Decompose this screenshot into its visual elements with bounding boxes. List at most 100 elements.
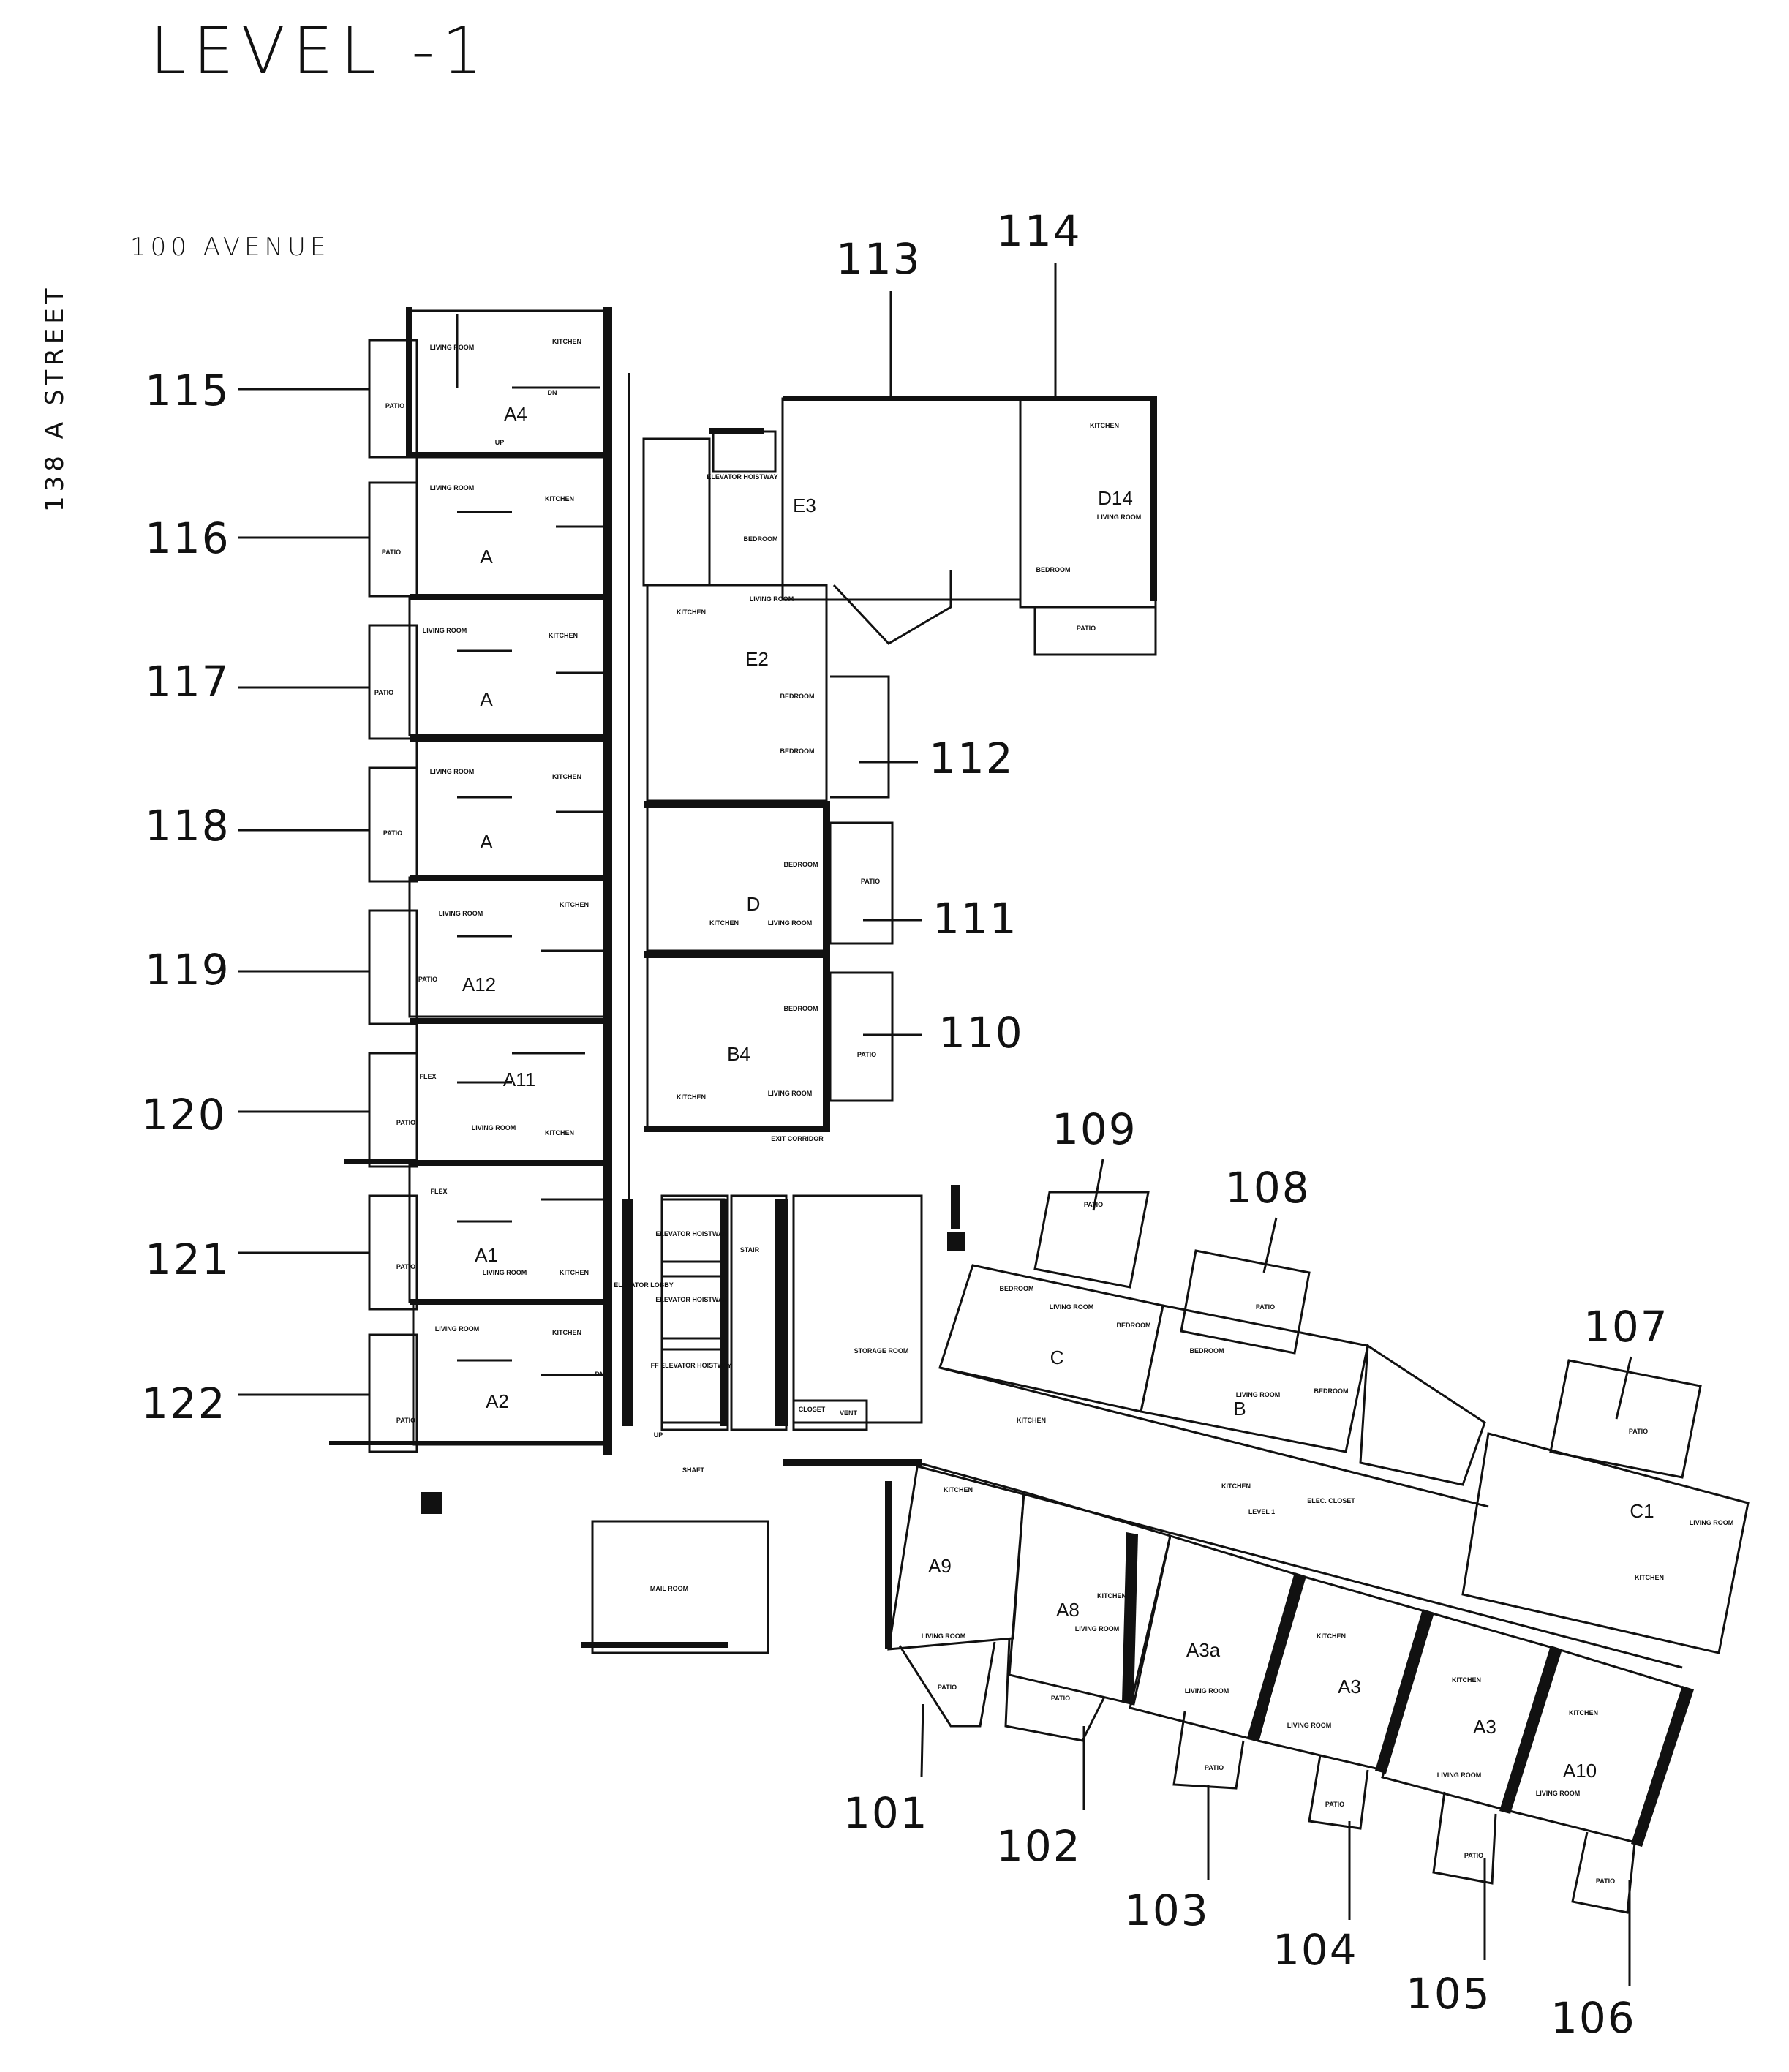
room-label: ELEC. CLOSET <box>1307 1497 1355 1504</box>
unit-number-107[interactable]: 107 <box>1583 1302 1669 1352</box>
unit-number-105[interactable]: 105 <box>1406 1969 1491 2019</box>
unit-type-117: A <box>480 688 493 710</box>
west-wing-heavy-walls <box>329 307 612 1514</box>
patio-119 <box>368 909 418 1025</box>
room-label: KITCHEN <box>1221 1483 1251 1490</box>
unit-number-112[interactable]: 112 <box>929 734 1014 783</box>
unit-type-114: D14 <box>1098 487 1133 509</box>
unit-number-121[interactable]: 121 <box>145 1235 230 1284</box>
unit-number-104[interactable]: 104 <box>1273 1925 1358 1975</box>
patio-122 <box>368 1333 418 1453</box>
room-label: LIVING ROOM <box>1236 1391 1281 1398</box>
storage-room <box>792 1194 923 1424</box>
unit-type-118: A <box>480 831 493 853</box>
room-label: LEVEL 1 <box>1248 1508 1275 1515</box>
unit-number-114[interactable]: 114 <box>996 206 1082 256</box>
unit-type-106: A10 <box>1563 1760 1597 1782</box>
unit-type-112: E2 <box>745 648 769 670</box>
room-label: PATIO <box>385 402 404 410</box>
unit-number-106[interactable]: 106 <box>1551 1993 1636 2043</box>
unit-number-120[interactable]: 120 <box>141 1090 227 1139</box>
unit-number-111[interactable]: 111 <box>933 894 1018 943</box>
unit-number-116[interactable]: 116 <box>145 513 230 563</box>
unit-outline-108 <box>1140 1304 1369 1453</box>
mail-room <box>591 1520 769 1654</box>
unit-number-117[interactable]: 117 <box>145 657 230 707</box>
room-label: PATIO <box>1077 625 1096 632</box>
room-label: SHAFT <box>682 1466 704 1474</box>
room-label: KITCHEN <box>1097 1592 1126 1600</box>
unit-outline-106 <box>1505 1648 1691 1845</box>
elevator-hoistway-north <box>712 430 777 473</box>
patio-103 <box>1172 1711 1245 1790</box>
room-label: CLOSET <box>799 1406 826 1413</box>
room-label: ELEVATOR HOISTWAY <box>655 1296 726 1303</box>
unit-number-102[interactable]: 102 <box>996 1821 1082 1871</box>
leader-line-101 <box>920 1703 924 1778</box>
unit-outline-117 <box>408 595 609 736</box>
unit-number-109[interactable]: 109 <box>1052 1104 1137 1154</box>
room-label: KITCHEN <box>560 901 589 908</box>
room-label: FLEX <box>430 1188 447 1195</box>
unit-number-122[interactable]: 122 <box>141 1379 227 1428</box>
room-label: KITCHEN <box>709 919 739 927</box>
unit-outline-119 <box>408 876 609 1018</box>
unit-number-101[interactable]: 101 <box>843 1788 929 1838</box>
unit-number-113[interactable]: 113 <box>836 234 922 284</box>
unit-outline-110 <box>646 953 828 1131</box>
room-label: BEDROOM <box>1314 1387 1349 1395</box>
unit-type-113: E3 <box>793 494 816 516</box>
room-label: LIVING ROOM <box>1437 1771 1482 1779</box>
unit-number-110[interactable]: 110 <box>938 1008 1024 1058</box>
patio-106 <box>1571 1831 1636 1914</box>
patio-104 <box>1308 1755 1369 1830</box>
patio-113 <box>832 570 952 645</box>
room-label: KITCHEN <box>1569 1709 1598 1717</box>
room-label: LIVING ROOM <box>430 484 475 491</box>
room-label: LIVING ROOM <box>435 1325 480 1333</box>
room-label: KITCHEN <box>549 632 578 639</box>
room-label: PATIO <box>383 829 402 837</box>
room-label: LIVING ROOM <box>439 910 483 917</box>
room-label: LIVING ROOM <box>768 1090 813 1097</box>
street-label-north: 100 AVENUE <box>130 233 331 262</box>
unit-type-120: A11 <box>503 1069 535 1090</box>
patio-107 <box>1549 1359 1702 1479</box>
unit-number-119[interactable]: 119 <box>145 945 230 995</box>
unit-number-118[interactable]: 118 <box>145 801 230 851</box>
room-label: KITCHEN <box>1017 1417 1046 1424</box>
patio-121 <box>368 1194 418 1311</box>
unit-number-108[interactable]: 108 <box>1225 1163 1311 1213</box>
unit-number-115[interactable]: 115 <box>145 366 230 415</box>
patio-112 <box>830 675 890 799</box>
patio-101 <box>898 1641 996 1728</box>
unit-number-103[interactable]: 103 <box>1124 1885 1210 1935</box>
room-label: BEDROOM <box>1117 1322 1151 1329</box>
room-label: PATIO <box>396 1263 415 1270</box>
room-label: BEDROOM <box>780 747 815 755</box>
leader-line-107 <box>1615 1356 1632 1420</box>
room-label: KITCHEN <box>1317 1632 1346 1640</box>
west-wing <box>368 309 609 1453</box>
room-label: BEDROOM <box>1036 566 1071 573</box>
room-label: UP <box>495 439 505 446</box>
page-title: LEVEL -1 <box>150 13 491 88</box>
unit-outline-102 <box>1008 1491 1172 1706</box>
room-label: KITCHEN <box>545 495 574 502</box>
unit-type-105: A3 <box>1473 1716 1496 1738</box>
closet <box>792 1399 868 1431</box>
patio-120 <box>368 1052 418 1168</box>
patio-108 <box>1180 1249 1311 1355</box>
room-label: DN <box>548 389 557 396</box>
room-label: LIVING ROOM <box>1075 1625 1120 1632</box>
room-label: DN <box>595 1371 605 1378</box>
room-label: STAIR <box>740 1246 760 1254</box>
room-label: KITCHEN <box>560 1269 589 1276</box>
patio-114 <box>1033 606 1157 656</box>
patio-105 <box>1432 1791 1497 1885</box>
room-label: STORAGE ROOM <box>854 1347 909 1355</box>
patio-109 <box>1033 1191 1150 1289</box>
room-label: KITCHEN <box>677 609 706 616</box>
room-label: FLEX <box>419 1073 436 1080</box>
room-label: KITCHEN <box>1635 1574 1664 1581</box>
